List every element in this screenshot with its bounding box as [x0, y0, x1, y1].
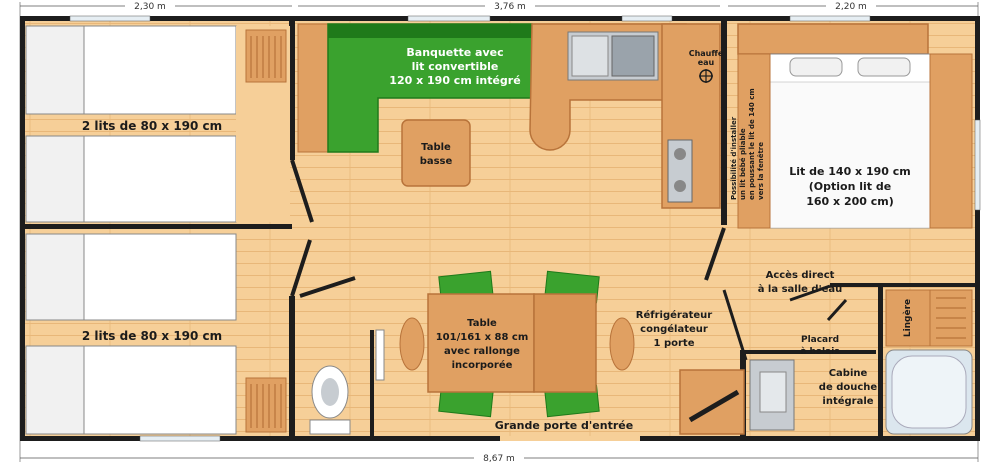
- chauffe-eau-line1: Chauffe: [689, 49, 724, 58]
- placard-line1: Placard: [801, 335, 839, 345]
- possibility-line3: en poussant le lit de 140 cm: [748, 88, 756, 200]
- banquette-line1: Banquette avec: [406, 46, 503, 59]
- toilet: [309, 329, 385, 435]
- dining-area: [399, 270, 635, 418]
- placard-line2: à balais: [800, 347, 839, 357]
- possibility-note: Possibilité d'installer un lit bébé plia…: [730, 88, 765, 200]
- entrance-label: Grande porte d'entrée: [495, 419, 633, 432]
- possibility-line2: un lit bébé pliable: [739, 128, 747, 200]
- table-basse-line2: basse: [420, 156, 453, 167]
- bathroom: [749, 289, 973, 435]
- fridge-line2: congélateur: [640, 323, 708, 335]
- fridge: [679, 369, 745, 435]
- table-basse-line1: Table: [421, 142, 451, 153]
- kitchen: [529, 23, 721, 209]
- dim-right: 2,20 m: [835, 2, 867, 12]
- banquette-line2: lit convertible: [412, 60, 499, 73]
- chauffe-eau-line2: eau: [698, 58, 715, 67]
- fridge-line1: Réfrigérateur: [636, 309, 712, 321]
- bedroom-bottom-label: 2 lits de 80 x 190 cm: [82, 329, 222, 343]
- fridge-line3: 1 porte: [654, 338, 695, 349]
- cabine-line3: intégrale: [822, 395, 873, 407]
- dining-line3: avec rallonge: [444, 346, 520, 357]
- dim-total: 8,67 m: [483, 454, 515, 464]
- possibility-line4: vers la fenêtre: [757, 142, 765, 200]
- outer-walls: [20, 15, 981, 442]
- dining-line4: incorporée: [452, 359, 513, 371]
- master-line1: Lit de 140 x 190 cm: [789, 165, 911, 178]
- bedroom-top-label: 2 lits de 80 x 190 cm: [82, 119, 222, 133]
- table-basse: [401, 119, 471, 187]
- master-bed: [737, 23, 973, 229]
- beds-bottom: [25, 233, 287, 435]
- dim-left: 2,30 m: [134, 2, 166, 12]
- dining-line1: Table: [467, 318, 497, 329]
- cabine-line2: de douche: [819, 382, 878, 393]
- banquette-line3: 120 x 190 cm intégré: [389, 74, 520, 87]
- acces-line2: à la salle d'eau: [758, 283, 843, 295]
- master-line3: 160 x 200 cm): [806, 195, 894, 208]
- dim-middle: 3,76 m: [494, 2, 526, 12]
- master-line2: (Option lit de: [809, 180, 891, 193]
- lingere-label: Lingère: [902, 299, 913, 337]
- cabine-line1: Cabine: [829, 368, 868, 379]
- beds-top: [25, 25, 290, 223]
- acces-line1: Accès direct: [766, 269, 835, 281]
- banquette: [297, 23, 533, 153]
- possibility-line1: Possibilité d'installer: [730, 116, 738, 200]
- dining-line2: 101/161 x 88 cm: [436, 332, 529, 343]
